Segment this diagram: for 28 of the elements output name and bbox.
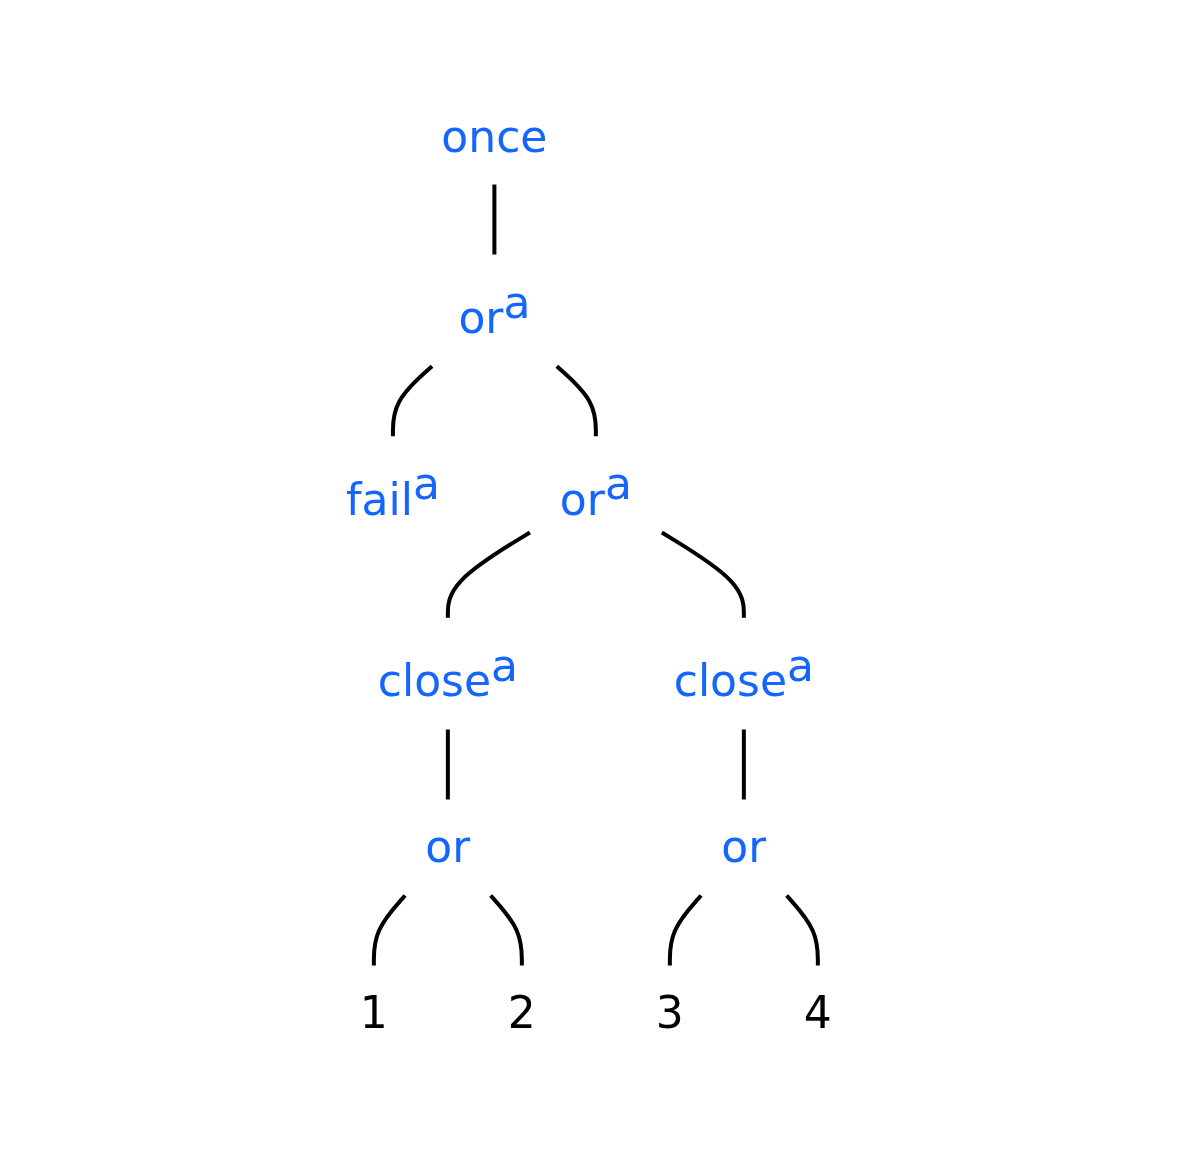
node-label: a xyxy=(412,458,440,510)
connector xyxy=(391,364,434,437)
node-text: once xyxy=(441,110,548,162)
node-text: 1 xyxy=(359,987,388,1039)
node-label: a xyxy=(787,639,815,691)
connector xyxy=(492,184,497,255)
node-label: a xyxy=(491,639,519,691)
node-text: 3 xyxy=(655,987,684,1039)
connector xyxy=(445,530,531,618)
connector xyxy=(371,894,407,966)
node-text: or xyxy=(458,292,504,344)
node-text: 2 xyxy=(507,987,536,1039)
connector xyxy=(785,894,820,966)
node-text: or xyxy=(559,473,605,525)
node-text: or xyxy=(721,821,767,873)
node-text: or xyxy=(425,821,471,873)
connector xyxy=(741,729,746,800)
connector xyxy=(555,364,598,437)
node-text: 4 xyxy=(803,987,832,1039)
connector xyxy=(667,894,703,966)
node-label: a xyxy=(503,276,531,328)
node-text: close xyxy=(377,655,492,707)
node-text: fail xyxy=(346,473,413,525)
connector xyxy=(660,530,746,618)
node-text: close xyxy=(673,655,788,707)
connector xyxy=(445,729,450,800)
connector xyxy=(489,894,524,966)
node-label: a xyxy=(604,458,632,510)
